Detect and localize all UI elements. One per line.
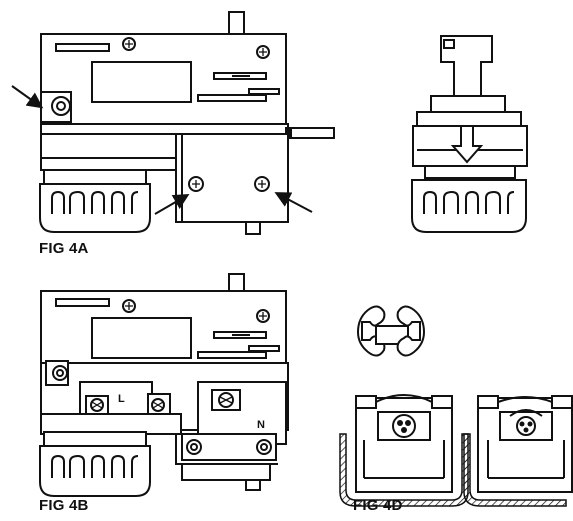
- fig-4b-view: L N: [39, 273, 289, 497]
- fig-4a-caption: FIG 4A: [39, 240, 89, 257]
- fig-4d-view: [339, 305, 573, 507]
- fig-4b-caption: FIG 4B: [39, 497, 89, 514]
- terminal-neutral-label: N: [257, 419, 265, 431]
- terminal-live-label: L: [118, 393, 125, 405]
- fig-4a-end-view: [411, 35, 528, 233]
- fig-4d-caption: FIG 4D: [353, 497, 403, 514]
- fig-4a-side-view: [11, 11, 335, 235]
